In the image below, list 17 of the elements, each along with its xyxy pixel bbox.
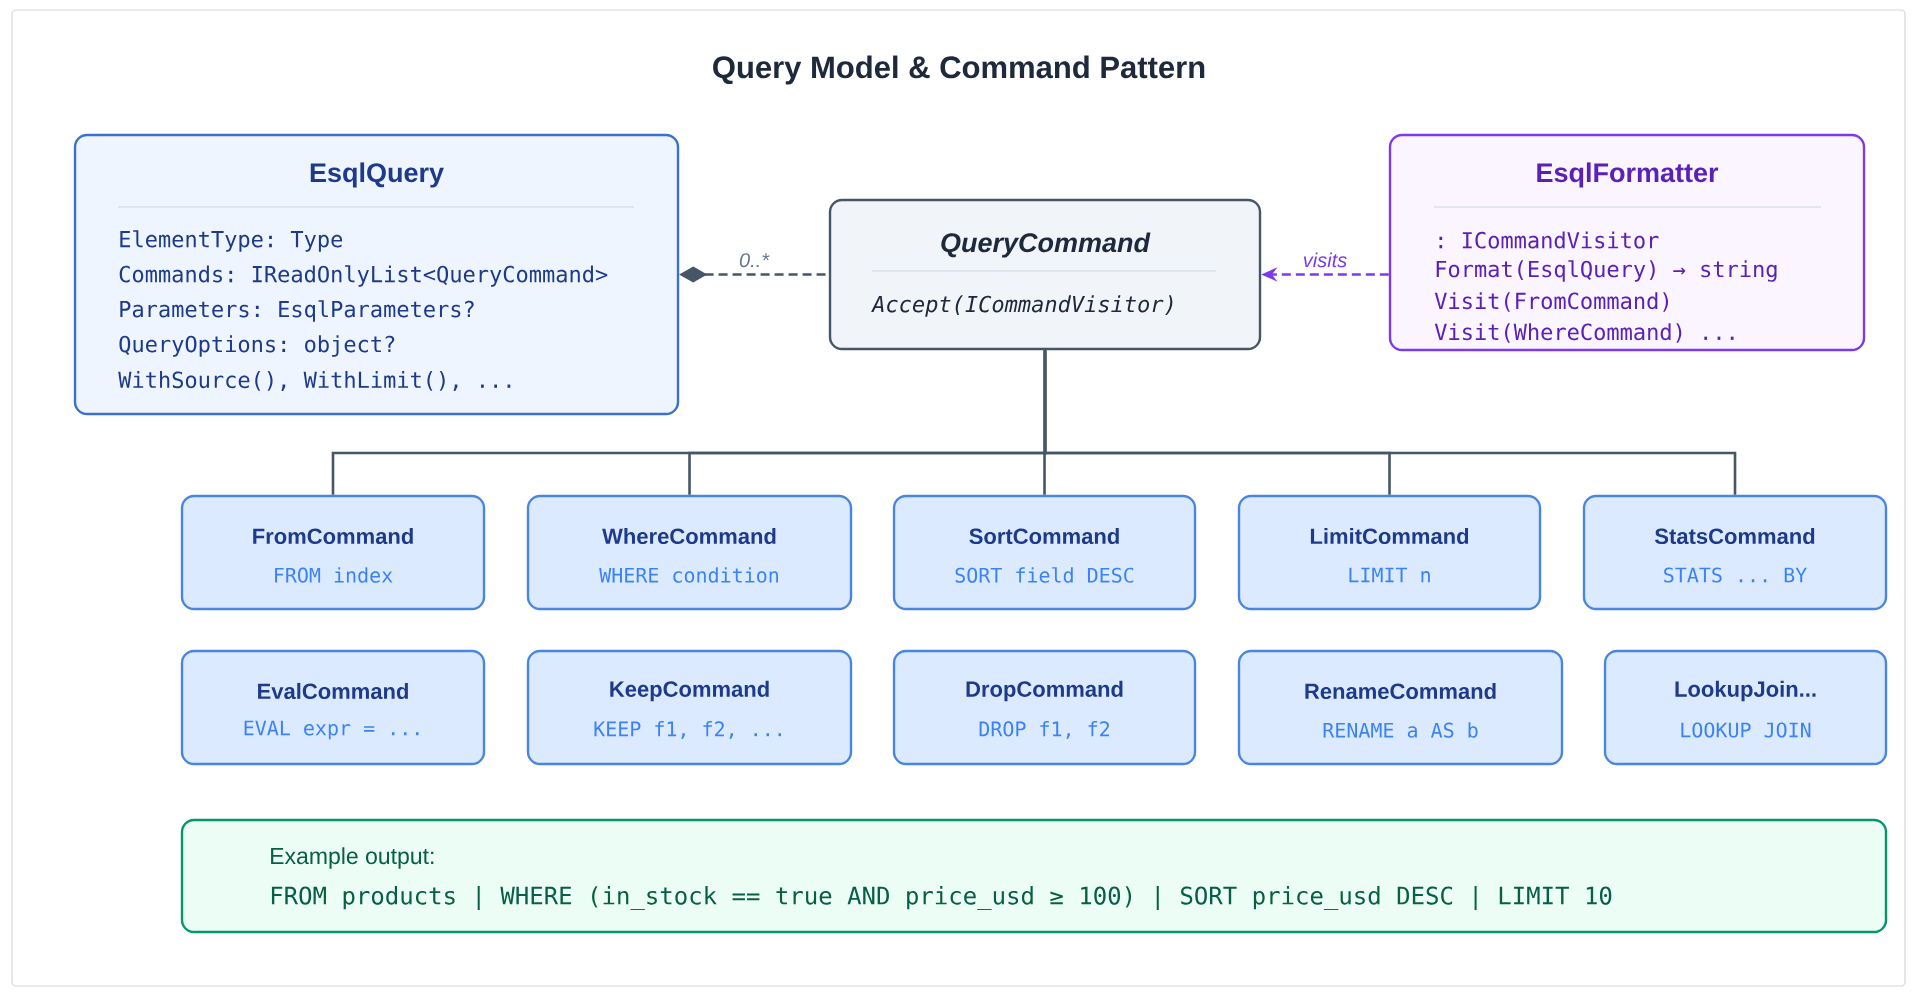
command-box: FromCommand FROM index — [180, 494, 486, 611]
example-box: Example output: FROM products | WHERE (in_stock == true AND price_usd ≥ 100) | SORT price_usd DESC | LIMIT 10 — [180, 818, 1888, 934]
command-box: KeepCommand KEEP f1, f2, ... — [526, 649, 853, 766]
title: Query Model & Command Pattern — [713, 55, 1205, 85]
connector — [1043, 350, 1737, 495]
command-box: StatsCommand STATS ... BY — [1582, 494, 1888, 611]
command-box: LookupJoin... LOOKUP JOIN — [1603, 649, 1888, 766]
command-box: LimitCommand LIMIT n — [1237, 494, 1542, 611]
command-box: EvalCommand EVAL expr = ... — [180, 649, 486, 766]
edge-label: 0..* — [737, 251, 771, 270]
command-box: SortCommand SORT field DESC — [892, 494, 1197, 611]
class-box: EsqlFormatter : ICommandVisitor Format(EsqlQuery) → string Visit(FromCommand) Visit(WhereCommand) ... — [1388, 133, 1866, 352]
command-box: DropCommand DROP f1, f2 — [892, 649, 1197, 766]
command-box: WhereCommand WHERE condition — [526, 494, 853, 611]
command-box: RenameCommand RENAME a AS b — [1237, 649, 1564, 766]
class-box: QueryCommand Accept(ICommandVisitor) — [828, 198, 1262, 351]
class-box: EsqlQuery ElementType: Type Commands: IReadOnlyList<QueryCommand> Parameters: EsqlParameters? QueryOptions: object? WithSource(), WithLimit(), ... — [73, 133, 680, 416]
